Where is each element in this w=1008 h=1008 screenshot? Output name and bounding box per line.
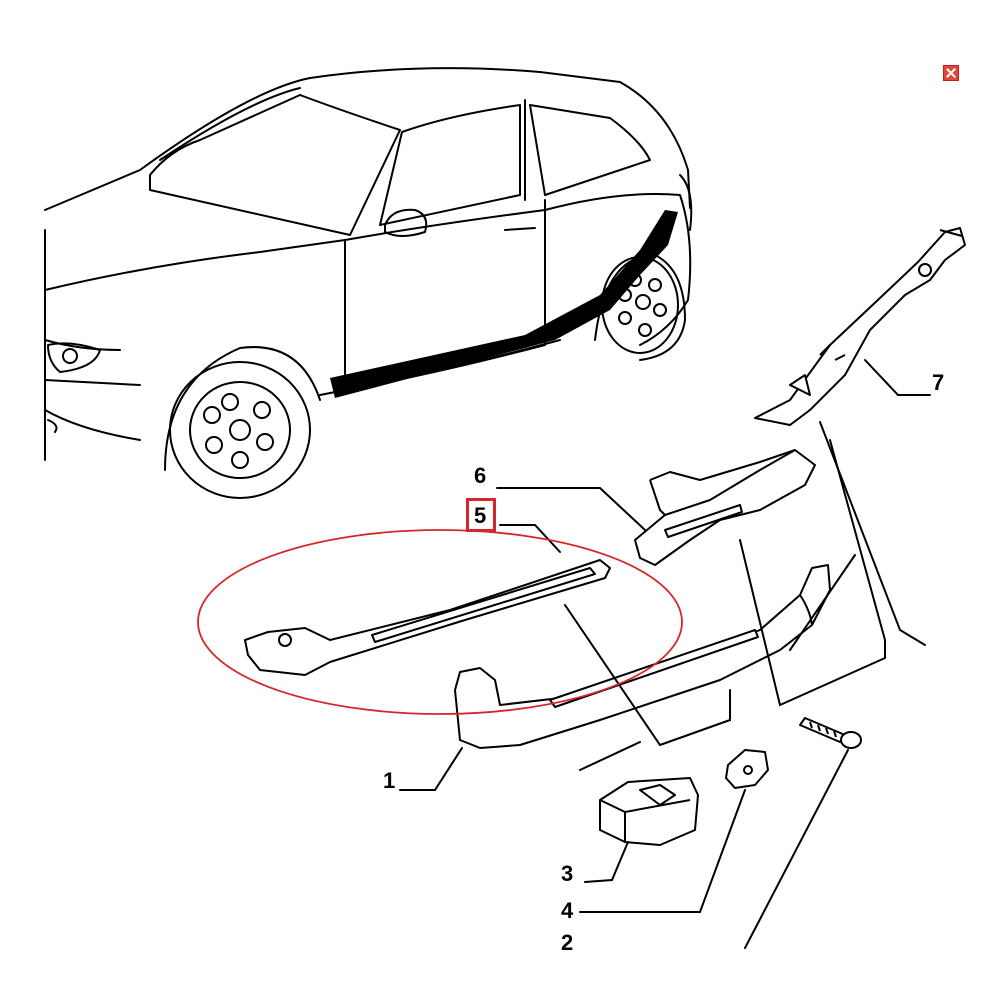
callout-5-highlight-box <box>466 498 496 532</box>
part-3-clip <box>599 777 699 846</box>
callout-3: 3 <box>561 861 574 886</box>
callout-2: 2 <box>561 930 574 955</box>
part-2-screw <box>799 717 862 749</box>
callout-1: 1 <box>383 768 396 793</box>
leader-lines <box>399 359 931 949</box>
part-5-sill-plate <box>244 559 611 676</box>
callout-4: 4 <box>561 898 574 923</box>
part-6-rear-trim <box>634 449 816 566</box>
part-1-sill-cover <box>454 564 831 749</box>
car-sill-highlight <box>330 210 678 398</box>
part-4-small-clip <box>725 749 769 789</box>
car-illustration <box>44 67 693 499</box>
callout-7: 7 <box>932 370 945 395</box>
callout-6: 6 <box>474 463 487 488</box>
highlight-ellipse <box>197 529 683 715</box>
callout-5: 5 <box>474 503 487 528</box>
close-icon[interactable] <box>943 65 959 81</box>
part-7-bracket <box>754 227 966 426</box>
